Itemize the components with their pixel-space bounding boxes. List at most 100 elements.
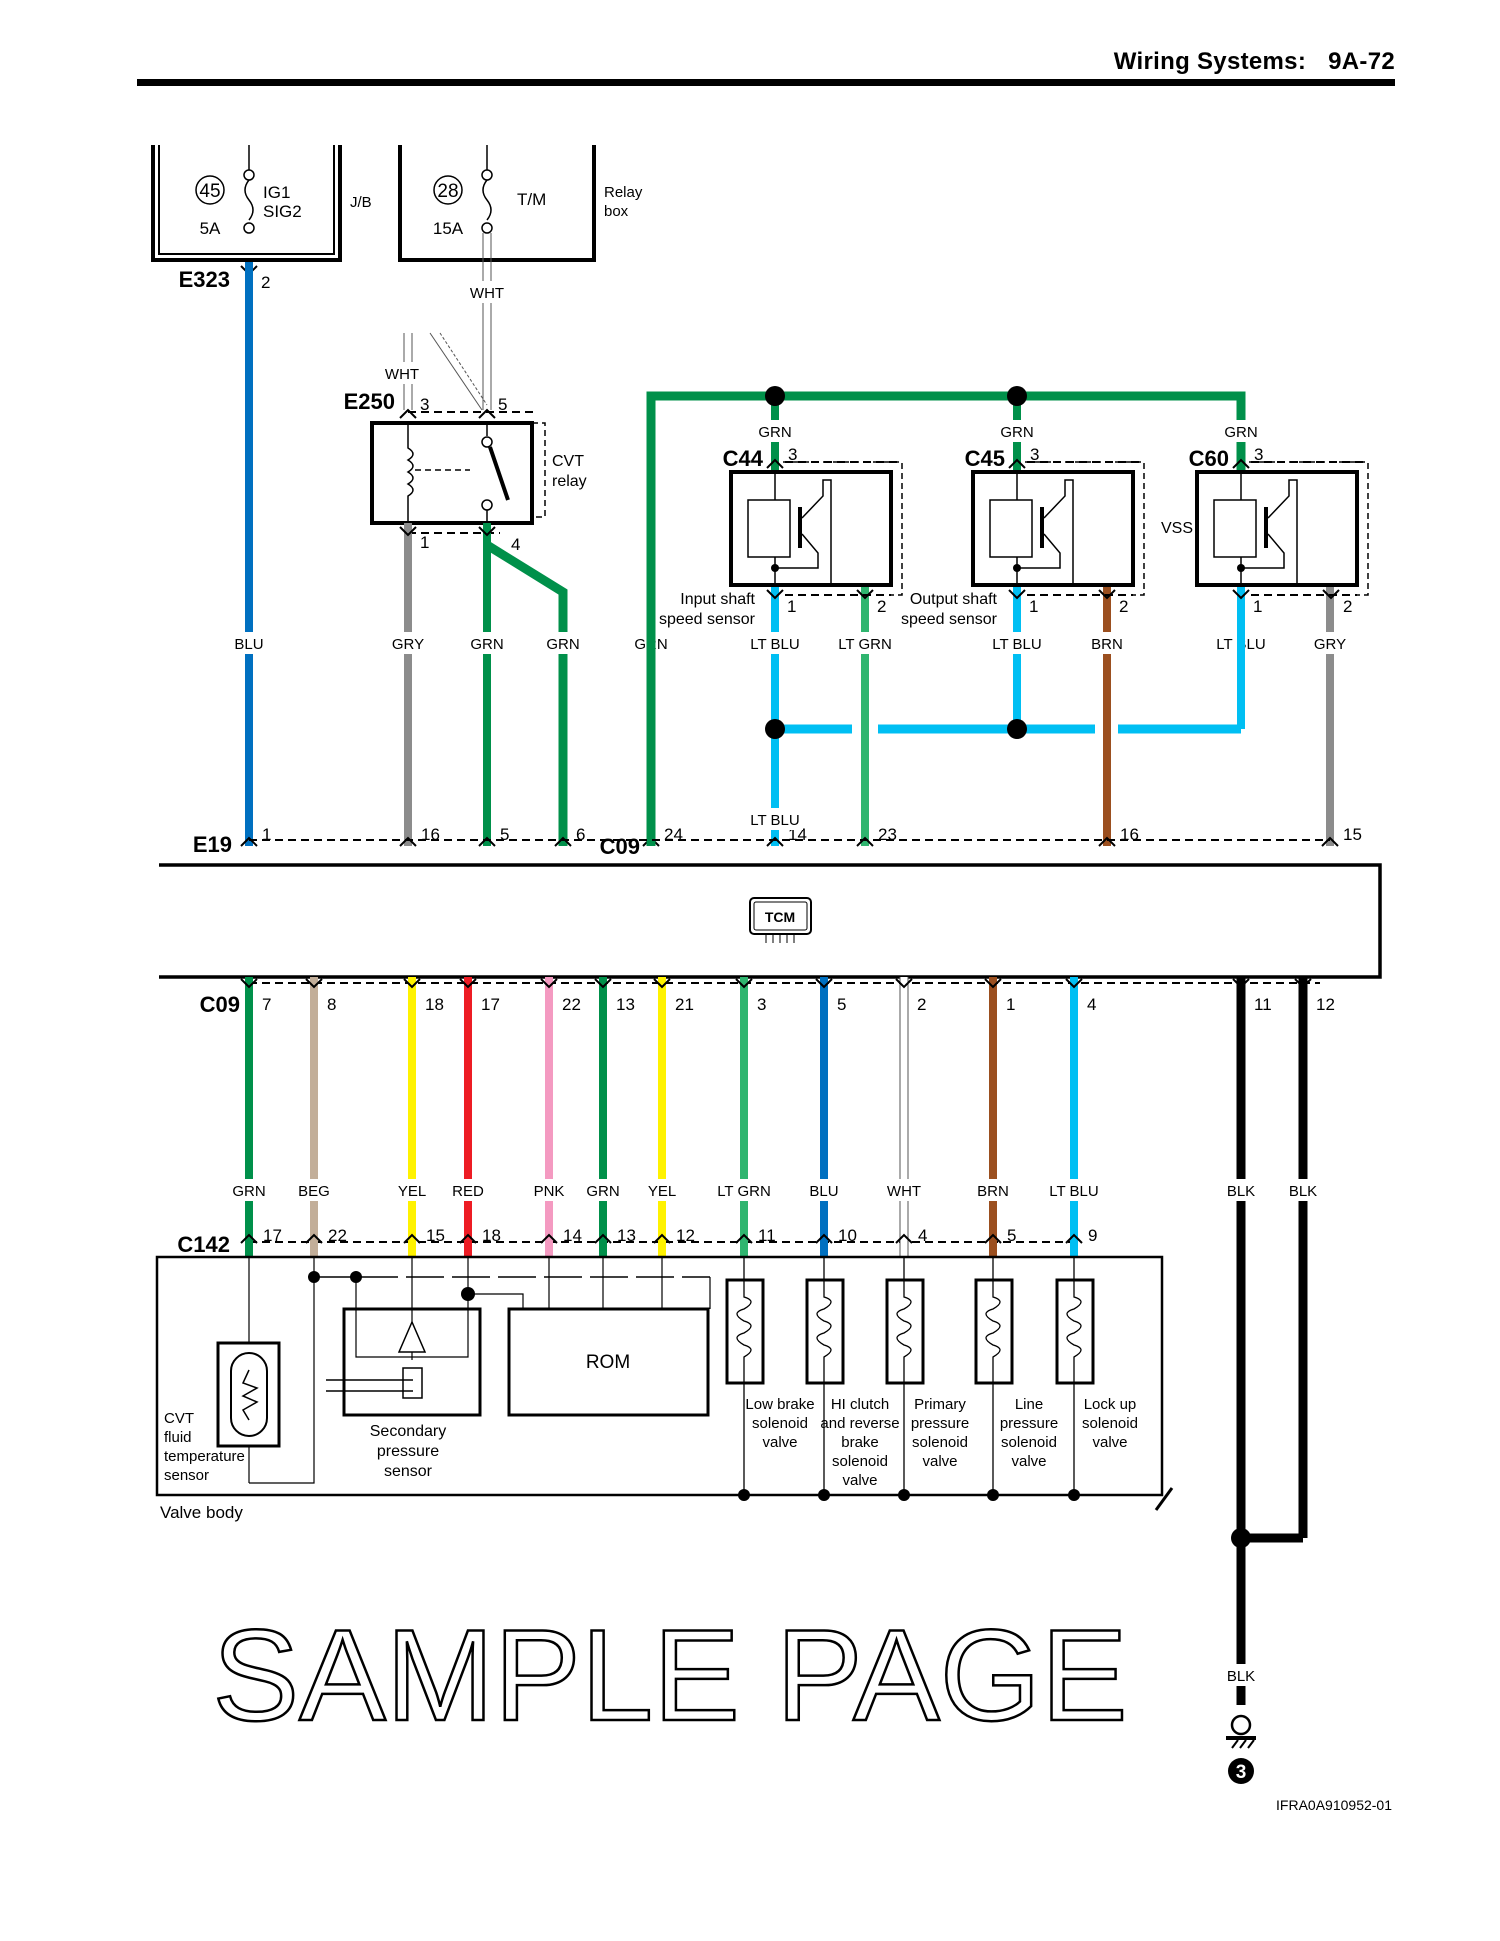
wire-label-wht-top-gap xyxy=(459,281,515,303)
sensor-node xyxy=(771,564,779,572)
sensor-pin-3: 3 xyxy=(1030,445,1039,464)
transistor-emitter xyxy=(775,533,819,569)
terminal-chevron xyxy=(766,589,784,600)
solenoid-box xyxy=(885,1278,925,1385)
tcm-upper-pin: 1 xyxy=(262,825,271,844)
terminal-chevron xyxy=(478,526,496,537)
upper-wire-label: GRN xyxy=(470,636,503,653)
terminal-chevron xyxy=(305,1233,323,1244)
upper-wire-label: BRN xyxy=(1091,636,1123,653)
tcm-lower-pin: 17 xyxy=(481,995,500,1014)
lower-wire-label: BLK xyxy=(1227,1183,1255,1200)
e323-pin: 2 xyxy=(261,273,270,292)
secondary-pressure-sensor-box xyxy=(342,1307,482,1417)
solenoid-coil-icon xyxy=(1066,1257,1082,1495)
connector-c142: C142 xyxy=(177,1232,230,1257)
tcm-lower-pin: 2 xyxy=(917,995,926,1014)
transistor-emitter xyxy=(1017,533,1061,569)
valve-body-box xyxy=(155,1255,1164,1497)
terminal-chevron xyxy=(1232,589,1250,600)
terminal-chevron xyxy=(856,589,874,600)
solenoid-coil-icon xyxy=(816,1257,832,1495)
tcm-upper-pin: 16 xyxy=(1120,825,1139,844)
valve-body-label: Valve body xyxy=(160,1503,243,1522)
connector-c45: C45 xyxy=(965,446,1005,471)
ground-hatch xyxy=(1231,1739,1239,1749)
tcm-upper-pin: 24 xyxy=(664,825,683,844)
upper-wire-label-gap xyxy=(1302,632,1358,654)
sensor-node xyxy=(1237,564,1245,572)
wire-label-wht-top: WHT xyxy=(470,285,504,302)
terminal-chevron xyxy=(735,1233,753,1244)
fuse-rating: 5A xyxy=(200,219,221,238)
sensor-top-wire-label: GRN xyxy=(1224,424,1257,441)
fuse-terminal xyxy=(243,222,255,234)
tcm-label: TCM xyxy=(765,909,795,925)
lower-wire-label-gap xyxy=(716,1179,772,1201)
tcm-lower-pin: 8 xyxy=(327,995,336,1014)
rom-label: ROM xyxy=(586,1352,630,1373)
jb-label: J/B xyxy=(350,194,372,211)
connector-e19: E19 xyxy=(193,832,232,857)
terminal-chevron xyxy=(766,836,784,847)
terminal-chevron xyxy=(478,408,496,419)
terminal-chevron xyxy=(1232,978,1250,989)
terminal-chevron xyxy=(594,978,612,989)
lower-wire-label: BRN xyxy=(977,1183,1009,1200)
sensor-c44 xyxy=(729,461,903,596)
fuse-terminal xyxy=(481,222,493,234)
solenoid-coil-icon xyxy=(736,1257,752,1495)
ground-symbol xyxy=(1226,1714,1256,1784)
lower-wire-label: LT GRN xyxy=(717,1183,771,1200)
junction-dot xyxy=(1231,1528,1251,1548)
thermistor-icon xyxy=(230,1352,268,1437)
tcm-upper-pin: 23 xyxy=(878,825,897,844)
fluid-temp-sensor-box xyxy=(216,1341,281,1448)
e250-pin-4: 4 xyxy=(511,535,520,554)
terminal-chevron xyxy=(815,978,833,989)
sample-page-watermark: SAMPLE PAGE xyxy=(212,1602,1127,1748)
terminal-chevron xyxy=(856,836,874,847)
sensor-pin-2: 2 xyxy=(877,597,886,616)
terminal-chevron xyxy=(240,1233,258,1244)
hall-element-icon xyxy=(1213,499,1257,558)
fuse-icon xyxy=(244,179,254,221)
lower-wire-label: LT BLU xyxy=(1049,1183,1098,1200)
upper-wire-label-gap xyxy=(221,632,277,654)
terminal-chevron xyxy=(403,1233,421,1244)
sensor-top-wire-label: GRN xyxy=(1000,424,1033,441)
tcm-lower-pin: 13 xyxy=(616,995,635,1014)
tcm-lower-pin: 18 xyxy=(425,995,444,1014)
lower-wire-label-gap xyxy=(876,1179,932,1201)
junction-dot xyxy=(1068,1489,1080,1501)
connector-e250: E250 xyxy=(344,389,395,414)
relay-box xyxy=(398,145,596,262)
lower-wire-label: YEL xyxy=(398,1183,426,1200)
solenoid-box xyxy=(725,1278,765,1385)
terminal-chevron xyxy=(399,526,417,537)
lower-wire-label: RED xyxy=(452,1183,484,1200)
transistor-emitter xyxy=(1241,533,1285,569)
fuse-icon xyxy=(482,179,492,221)
terminal-chevron xyxy=(984,978,1002,989)
connector-c09-lower: C09 xyxy=(200,992,240,1017)
rom-box xyxy=(507,1307,710,1417)
terminal-chevron xyxy=(459,1233,477,1244)
tcm-lower-pin: 5 xyxy=(837,995,846,1014)
junction-block-inner xyxy=(158,145,335,255)
tcm-lower-pin: 3 xyxy=(757,995,766,1014)
junction-dot xyxy=(461,1287,475,1301)
fuse-name-tm: T/M xyxy=(517,190,546,209)
wht-wire-cut xyxy=(439,332,488,406)
terminal-chevron xyxy=(1294,978,1312,989)
sensor-c60 xyxy=(1195,461,1369,596)
sensor-c45 xyxy=(971,461,1145,596)
lower-wire-label-gap xyxy=(965,1179,1021,1201)
sensor-dash xyxy=(1025,461,1145,596)
terminal-chevron xyxy=(1098,589,1116,600)
